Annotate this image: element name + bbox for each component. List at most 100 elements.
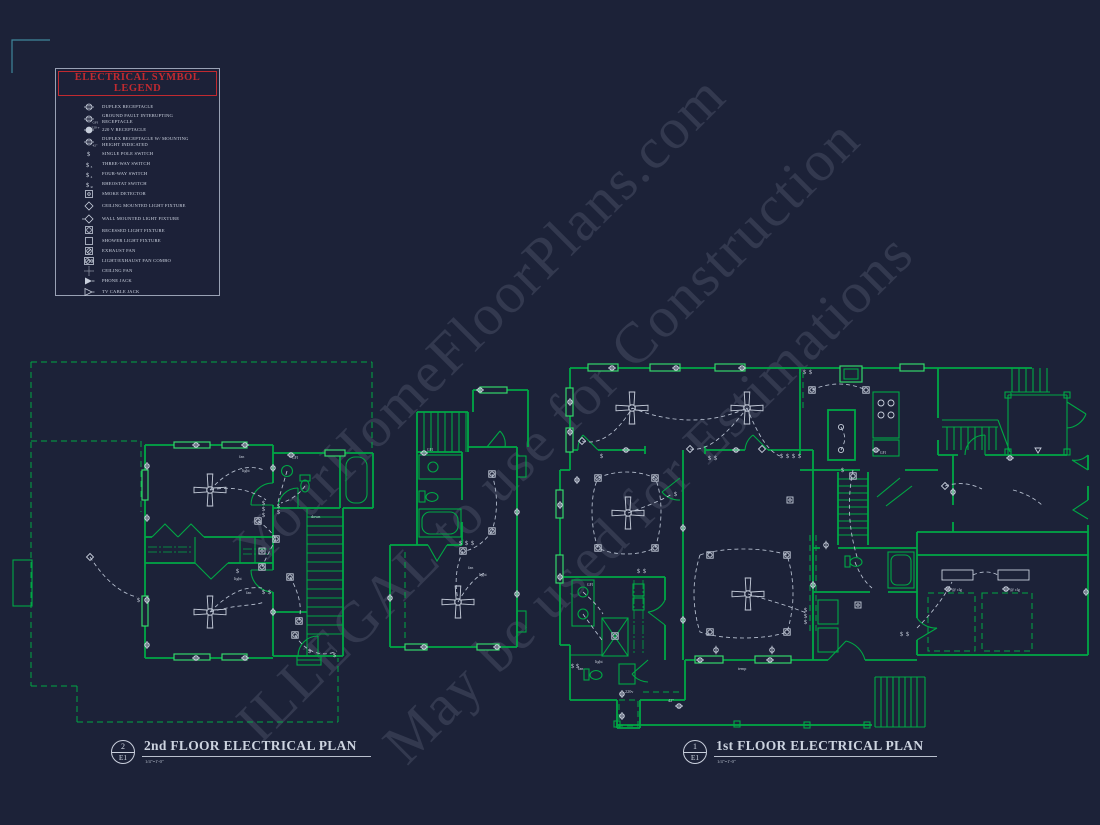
bonus-room-plan: GFI fan light $ $ $	[387, 386, 529, 651]
plan-title: 1st FLOOR ELECTRICAL PLAN	[714, 738, 938, 757]
svg-text:$: $	[571, 663, 574, 670]
legend-row: $SINGLE POLE SWITCH	[66, 148, 219, 159]
tv-cable-jack-icon	[66, 287, 102, 297]
exhaust-fan-icon	[66, 246, 102, 256]
svg-text:$: $	[637, 568, 640, 575]
svg-text:220v: 220v	[625, 689, 634, 694]
four-way-switch-icon: $4	[66, 169, 102, 179]
svg-text:$: $	[643, 568, 646, 575]
legend-row: 42"DUPLEX RECEPTACLE W/ MOUNTING HEIGHT …	[66, 135, 219, 148]
svg-text:$: $	[674, 491, 677, 498]
legend-row: RECESSED LIGHT FIXTURE	[66, 225, 219, 235]
legend-row: SMOKE DETECTOR	[66, 189, 219, 199]
svg-text:GFI: GFI	[93, 120, 99, 124]
legend-row: CEILING FAN	[66, 266, 219, 276]
svg-text:down: down	[311, 514, 321, 519]
ceiling-fan-icon	[66, 266, 102, 276]
svg-text:$: $	[308, 648, 311, 655]
svg-text:$: $	[459, 540, 462, 547]
svg-text:light: light	[479, 572, 488, 577]
shower-light-icon	[66, 236, 102, 246]
svg-text:$: $	[803, 369, 806, 376]
220v-receptacle-icon: 220 v	[66, 125, 102, 135]
svg-text:$: $	[262, 589, 265, 596]
legend-row: WALL MOUNTED LIGHT FIXTURE	[66, 212, 219, 225]
svg-text:light: light	[234, 576, 243, 581]
svg-text:4: 4	[91, 175, 93, 179]
sheet-corner-mark	[11, 39, 50, 73]
svg-text:light: light	[595, 659, 604, 664]
svg-text:$: $	[804, 619, 807, 626]
svg-text:$: $	[576, 663, 579, 670]
svg-text:$: $	[268, 589, 271, 596]
svg-text:$: $	[714, 455, 717, 462]
svg-text:$: $	[471, 540, 474, 547]
legend-row: TV CABLE JACK	[66, 286, 219, 296]
svg-text:$: $	[786, 453, 789, 460]
svg-text:GFI: GFI	[427, 448, 434, 452]
svg-text:$: $	[333, 652, 336, 659]
plan-scale: 1/4"=1'-0"	[145, 759, 164, 764]
svg-text:$: $	[804, 613, 807, 620]
second-floor-plan-label: 2 E1 2nd FLOOR ELECTRICAL PLAN 1/4"=1'-0…	[111, 738, 371, 764]
svg-text:3: 3	[91, 165, 93, 169]
svg-text:$: $	[86, 162, 90, 169]
light-exhaust-fan-combo-icon	[66, 256, 102, 266]
legend-row: SHOWER LIGHT FIXTURE	[66, 236, 219, 246]
svg-text:$: $	[465, 540, 468, 547]
svg-text:GFI: GFI	[880, 451, 887, 455]
phone-jack-icon	[66, 276, 102, 286]
svg-text:$: $	[804, 607, 807, 614]
svg-text:fan: fan	[468, 565, 474, 570]
plan-scale: 1/4"=1'-0"	[717, 759, 736, 764]
legend-title: ELECTRICAL SYMBOL LEGEND	[58, 71, 217, 96]
recessed-light-icon	[66, 225, 102, 235]
svg-text:$: $	[262, 500, 265, 507]
svg-text:$: $	[262, 506, 265, 513]
three-way-switch-icon: $3	[66, 159, 102, 169]
svg-text:GFI: GFI	[587, 583, 594, 587]
plan-title: 2nd FLOOR ELECTRICAL PLAN	[142, 738, 371, 757]
svg-text:$: $	[277, 509, 280, 516]
electrical-symbol-legend: ELECTRICAL SYMBOL LEGEND DUPLEX RECEPTAC…	[55, 68, 220, 296]
svg-text:$: $	[792, 453, 795, 460]
svg-text:42": 42"	[93, 143, 99, 147]
legend-row: DUPLEX RECEPTACLE	[66, 102, 219, 112]
svg-text:GFI: GFI	[292, 456, 299, 460]
first-floor-plan-label: 1 E1 1st FLOOR ELECTRICAL PLAN 1/4"=1'-0…	[683, 738, 938, 764]
wall-light-icon	[66, 214, 102, 224]
detail-bubble: 2 E1	[111, 740, 135, 764]
svg-text:$: $	[87, 151, 91, 158]
legend-row: CEILING MOUNTED LIGHT FIXTURE	[66, 199, 219, 212]
svg-text:$: $	[86, 172, 90, 179]
legend-row: PHONE JACK	[66, 276, 219, 286]
svg-text:$: $	[841, 467, 844, 474]
svg-text:$: $	[236, 568, 239, 575]
svg-text:$: $	[600, 453, 603, 460]
duplex-receptacle-height-icon: 42"	[66, 137, 102, 147]
svg-text:42": 42"	[668, 698, 674, 703]
detail-bubble: 1 E1	[683, 740, 707, 764]
first-floor-plan: $ $ $ $ $ $ $ $ $ $ $ $ $ $ $ $ $ $ $ $ …	[555, 363, 1089, 729]
svg-text:$: $	[809, 369, 812, 376]
second-floor-plan: GFI fan light light fan down $ $ $ $ $ $…	[12, 361, 374, 723]
svg-text:@ clg: @ clg	[952, 587, 963, 592]
rheostat-switch-icon: $R	[66, 179, 102, 189]
single-pole-switch-icon: $	[66, 148, 102, 158]
svg-text:$: $	[780, 453, 783, 460]
svg-text:$: $	[798, 453, 801, 460]
svg-text:fan: fan	[239, 454, 245, 459]
svg-text:$: $	[262, 512, 265, 519]
svg-text:$: $	[906, 631, 909, 638]
gfi-receptacle-icon: GFI	[66, 114, 102, 124]
legend-row: LIGHT/EXHAUST FAN COMBO	[66, 256, 219, 266]
ceiling-light-icon	[66, 201, 102, 211]
svg-text:fan: fan	[578, 666, 584, 671]
legend-row: EXHAUST FAN	[66, 246, 219, 256]
